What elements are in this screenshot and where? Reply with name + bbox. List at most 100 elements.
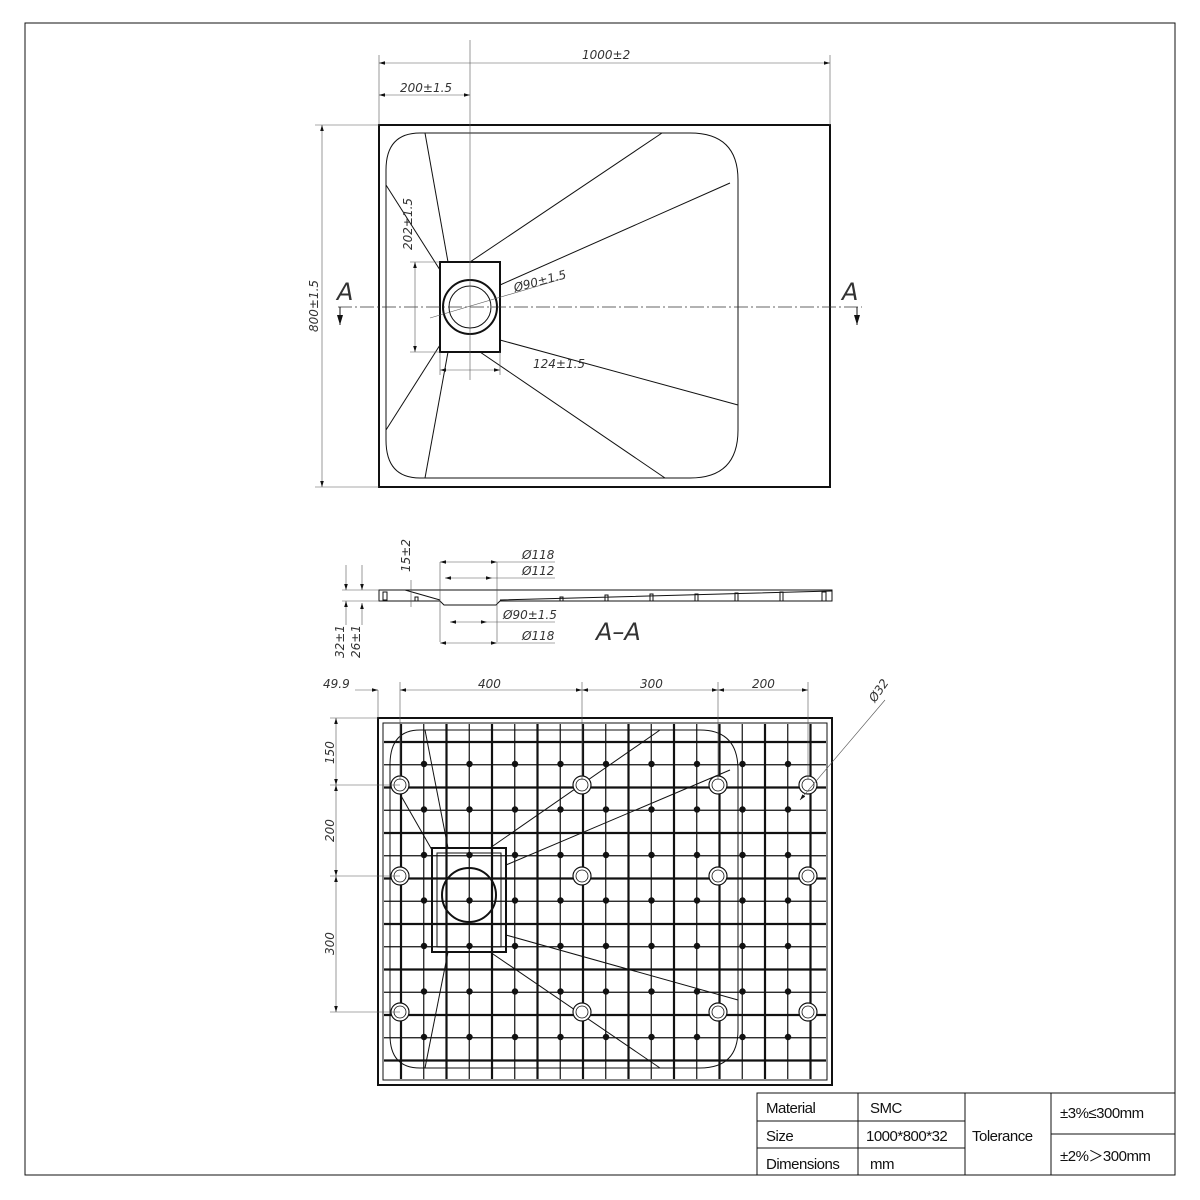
rib-node	[466, 942, 473, 950]
bottom-view: 49.9 400 300 200 150 200 300 Ø32	[323, 676, 892, 1086]
tolerance-label: Tolerance	[972, 1128, 1033, 1145]
rib-node	[784, 806, 792, 813]
rib-node	[784, 1033, 792, 1041]
rib-node	[511, 760, 519, 768]
rib-node	[420, 942, 428, 950]
rib-node	[511, 806, 519, 813]
rib-grid	[384, 724, 826, 1079]
rib-node	[739, 897, 746, 904]
rib-node	[739, 806, 746, 813]
dim-drain-diameter: Ø90±1.5	[511, 267, 568, 295]
material-label: Material	[766, 1100, 816, 1117]
material-value: SMC	[870, 1100, 903, 1117]
section-ribs	[382, 591, 827, 602]
top-view: 1000±2 200±1.5 800±1.5 202±1.5 Ø90±1.5 1…	[307, 40, 862, 488]
rib-node	[602, 942, 610, 950]
rib-node	[557, 988, 564, 995]
rib-node	[511, 942, 519, 950]
rib-node	[693, 897, 701, 904]
support-foot-inner	[711, 869, 725, 883]
basin-outline	[389, 729, 739, 1069]
rib-node	[420, 851, 428, 859]
tolerance-large: ±2%＞300mm	[1060, 1148, 1150, 1165]
rib-node	[602, 851, 610, 859]
size-value: 1000*800*32	[866, 1128, 947, 1145]
dim-200: 200	[752, 677, 775, 691]
dimensions-label: Dimensions	[766, 1156, 839, 1173]
rib-node	[693, 1033, 701, 1041]
section-view: Ø118 Ø112 Ø90±1.5 Ø118 A–A 32±1 26±1 15±…	[333, 539, 833, 658]
support-foot-inner	[575, 1005, 589, 1019]
rib-node	[420, 988, 428, 995]
rib-node	[739, 760, 746, 768]
drawing-border	[24, 22, 1176, 1176]
rib-node	[466, 897, 473, 904]
rib-node	[466, 988, 473, 995]
dim-edge-offset: 49.9	[323, 677, 350, 691]
rib-node	[693, 988, 701, 995]
dim-width: 800±1.5	[307, 280, 321, 332]
dim-foot: Ø32	[865, 676, 891, 705]
rib-node	[739, 1033, 746, 1041]
rib-node	[693, 851, 701, 859]
dim-v-300: 300	[323, 932, 337, 955]
dim-v-150: 150	[323, 741, 337, 764]
size-label: Size	[766, 1128, 793, 1145]
rib-node	[693, 942, 701, 950]
dim-drain-offset: 200±1.5	[400, 81, 452, 95]
rib-node	[784, 988, 792, 995]
support-foot-inner	[801, 1005, 815, 1019]
drain-box-bottom	[431, 847, 507, 953]
dim-slope: 15±2	[399, 539, 413, 572]
rib-node	[420, 1033, 428, 1041]
dim-total-height: 32±1	[333, 625, 347, 658]
section-mark-left: A	[335, 278, 353, 306]
section-title: A–A	[594, 618, 641, 646]
dim-section-drain: Ø90±1.5	[502, 608, 557, 622]
dimensions-value: mm	[870, 1156, 894, 1173]
rib-node	[784, 897, 792, 904]
rib-node	[420, 760, 428, 768]
dim-inner-top: Ø112	[521, 564, 554, 578]
rib-node	[420, 897, 428, 904]
rib-node	[602, 897, 610, 904]
drain-circle-bottom	[441, 867, 497, 923]
rib-node	[511, 851, 519, 859]
rib-node	[511, 1033, 519, 1041]
rib-node	[648, 760, 655, 768]
tray-outline	[378, 124, 831, 488]
bottom-outline	[377, 717, 833, 1086]
dim-drain-width: 124±1.5	[533, 357, 585, 371]
rib-node	[557, 760, 564, 768]
rib-node	[557, 806, 564, 813]
rib-node	[466, 1033, 473, 1041]
rib-node	[784, 760, 792, 768]
tolerance-small: ±3%≤300mm	[1060, 1105, 1144, 1122]
support-foot-inner	[801, 869, 815, 883]
spec-table: Material SMC Size 1000*800*32 Dimensions…	[756, 1092, 1176, 1176]
dim-rim-height: 26±1	[349, 625, 363, 658]
dim-300: 300	[640, 677, 663, 691]
rib-node	[557, 851, 564, 859]
rib-node	[557, 897, 564, 904]
section-mark-right: A	[840, 278, 858, 306]
rib-node	[648, 851, 655, 859]
rib-node	[602, 760, 610, 768]
rib-node	[648, 942, 655, 950]
rib-node	[420, 806, 428, 813]
rib-node	[739, 942, 746, 950]
rib-node	[648, 806, 655, 813]
rib-node	[784, 942, 792, 950]
rib-node	[739, 988, 746, 995]
support-feet	[390, 775, 818, 1022]
dim-length: 1000±2	[582, 48, 630, 62]
rib-node	[511, 988, 519, 995]
rib-node	[602, 988, 610, 995]
rib-node	[511, 897, 519, 904]
rib-node	[693, 760, 701, 768]
rib-node	[602, 806, 610, 813]
slope-lines	[385, 132, 739, 479]
rib-node	[784, 851, 792, 859]
rib-node	[557, 1033, 564, 1041]
dim-outer-bottom: Ø118	[521, 629, 555, 643]
